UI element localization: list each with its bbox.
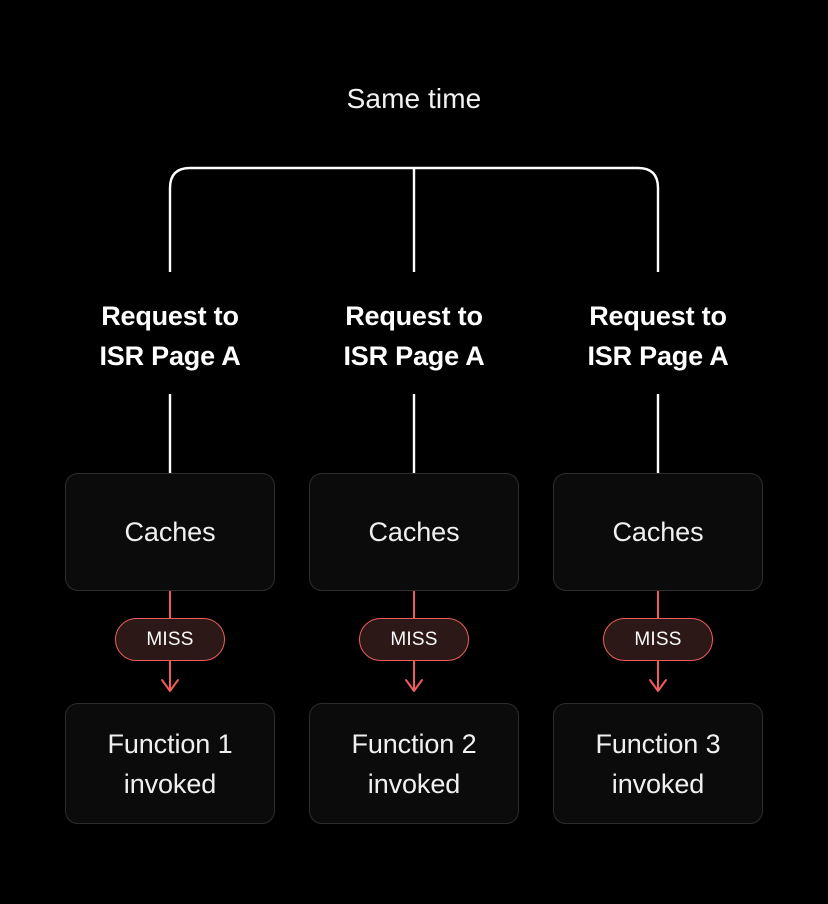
miss-badge-3: MISS — [603, 618, 713, 661]
request-label-3-line2: ISR Page A — [587, 341, 729, 371]
function-box-1: Function 1 invoked — [65, 703, 275, 824]
cache-box-2: Caches — [309, 473, 519, 591]
function-box-2: Function 2 invoked — [309, 703, 519, 824]
function-box-3-line1: Function 3 — [595, 728, 721, 759]
cache-box-3: Caches — [553, 473, 763, 591]
miss-badge-1-label: MISS — [146, 628, 194, 650]
arrow-miss-to-function-3 — [649, 661, 667, 692]
same-time-bracket — [168, 166, 660, 272]
request-label-3: Request to ISR Page A — [538, 296, 778, 376]
cache-box-1: Caches — [65, 473, 275, 591]
cache-box-2-label: Caches — [368, 517, 460, 547]
request-label-1-line2: ISR Page A — [99, 341, 241, 371]
request-label-3-line1: Request to — [589, 301, 727, 331]
function-box-3-line2: invoked — [611, 768, 705, 799]
function-box-2-line2: invoked — [367, 768, 461, 799]
request-label-1-line1: Request to — [101, 301, 239, 331]
arrow-miss-to-function-2 — [405, 661, 423, 692]
function-box-3: Function 3 invoked — [553, 703, 763, 824]
function-box-1-line1: Function 1 — [107, 728, 233, 759]
function-box-1-text: Function 1 invoked — [107, 724, 232, 804]
request-label-2-line2: ISR Page A — [343, 341, 485, 371]
cache-box-3-label: Caches — [612, 517, 704, 547]
miss-badge-3-label: MISS — [634, 628, 682, 650]
arrow-miss-to-function-1 — [161, 661, 179, 692]
function-box-3-text: Function 3 invoked — [595, 724, 720, 804]
request-label-1: Request to ISR Page A — [50, 296, 290, 376]
function-box-2-line1: Function 2 — [351, 728, 477, 759]
miss-badge-2: MISS — [359, 618, 469, 661]
miss-badge-2-label: MISS — [390, 628, 438, 650]
function-box-1-line2: invoked — [123, 768, 217, 799]
function-box-2-text: Function 2 invoked — [351, 724, 476, 804]
request-label-2: Request to ISR Page A — [294, 296, 534, 376]
diagram-title: Same time — [346, 83, 482, 114]
request-label-2-line1: Request to — [345, 301, 483, 331]
cache-box-1-label: Caches — [124, 517, 216, 547]
miss-badge-1: MISS — [115, 618, 225, 661]
